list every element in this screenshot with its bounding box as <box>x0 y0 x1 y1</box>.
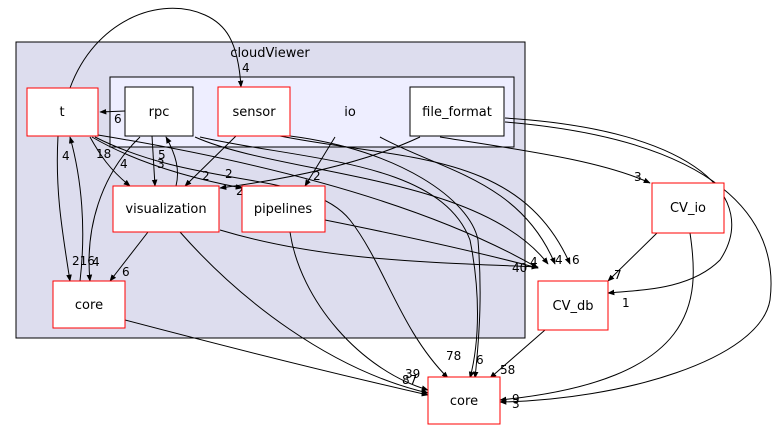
cluster-cloudviewer-title: cloudViewer <box>230 46 310 61</box>
edge-label: 2 <box>236 184 244 198</box>
edge-label: 2 <box>313 169 321 183</box>
node-visualization[interactable]: visualization <box>112 185 220 233</box>
node-label: visualization <box>125 202 206 217</box>
node-label: CV_io <box>670 201 706 216</box>
edge-label: 1 <box>622 296 630 310</box>
node-label: file_format <box>422 105 492 120</box>
node-sensor[interactable]: sensor <box>217 86 291 137</box>
node-label: rpc <box>149 105 170 120</box>
edge-label: 40 <box>512 261 527 275</box>
edge-label: 58 <box>500 363 515 377</box>
edge-labels: 4 6 4 18 4 5 3 2 2 2 2 3 216 4 6 40 4 4 … <box>62 61 642 411</box>
node-core-bottom[interactable]: core <box>427 376 501 425</box>
edge-label: 7 <box>614 268 622 282</box>
edge-label: 4 <box>92 255 100 269</box>
edge-label: 2 <box>202 169 210 183</box>
node-label: sensor <box>232 105 276 120</box>
edge-label: 6 <box>114 112 122 126</box>
edge-label: 6 <box>476 353 484 367</box>
node-cv-io[interactable]: CV_io <box>651 182 725 234</box>
edge-label: 4 <box>555 253 563 267</box>
node-label: CV_db <box>553 299 594 314</box>
node-file-format[interactable]: file_format <box>409 86 505 137</box>
edge-label: 2 <box>225 167 233 181</box>
edge-label: 5 <box>158 148 166 162</box>
cluster-io-title: io <box>344 105 356 120</box>
edges <box>56 7 772 405</box>
edge-label: 87 <box>402 373 417 387</box>
edge-label: 4 <box>62 149 70 163</box>
node-rpc[interactable]: rpc <box>124 86 194 137</box>
edge-label: 216 <box>72 254 95 268</box>
node-t[interactable]: t <box>26 87 99 137</box>
node-label: pipelines <box>254 202 313 217</box>
node-label: core <box>75 298 103 313</box>
edge-label: 3 <box>157 157 165 171</box>
node-label: core <box>450 394 478 409</box>
edge-label: 4 <box>120 157 128 171</box>
edge-label: 78 <box>446 349 461 363</box>
node-label: t <box>59 105 64 120</box>
node-cv-db[interactable]: CV_db <box>537 280 609 331</box>
edge-label: 3 <box>512 397 520 411</box>
edge-label: 18 <box>96 147 111 161</box>
edge-label: 39 <box>405 367 420 381</box>
edge-label: 3 <box>634 170 642 184</box>
edge-label: 6 <box>572 253 580 267</box>
node-pipelines[interactable]: pipelines <box>241 185 326 233</box>
node-core-inner[interactable]: core <box>52 280 126 329</box>
edge-label: 9 <box>512 392 520 406</box>
edge-label: 6 <box>122 265 130 279</box>
edge-label: 4 <box>530 255 538 269</box>
edge-label: 4 <box>242 61 250 75</box>
